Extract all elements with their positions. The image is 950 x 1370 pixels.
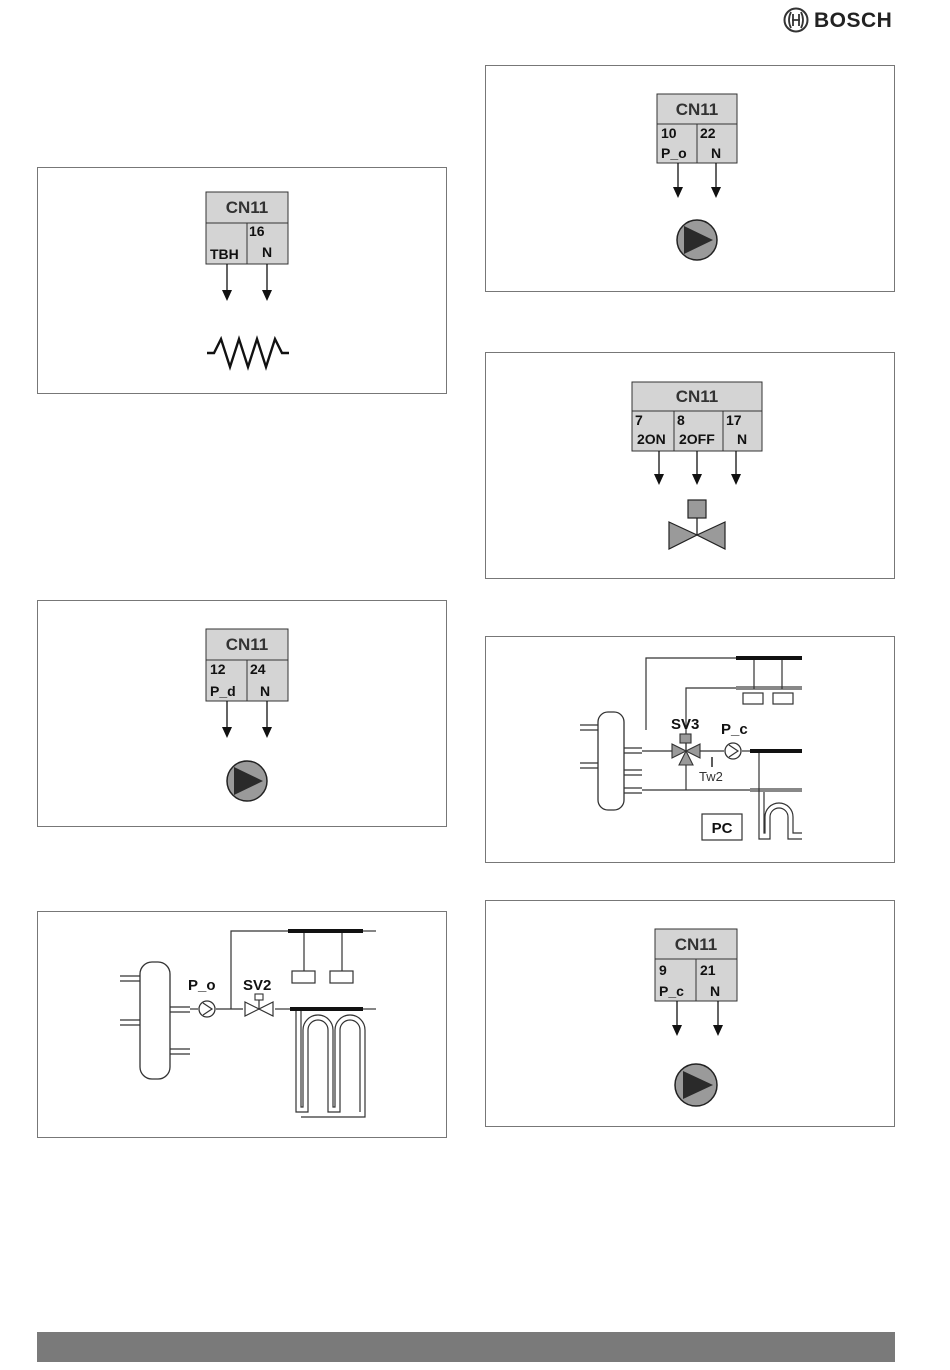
arrow-icon <box>222 290 232 301</box>
pin-name: P_d <box>210 683 236 699</box>
pin-number: 8 <box>677 412 685 428</box>
pump-label: P_c <box>721 721 748 738</box>
two-way-valve-icon <box>669 500 725 549</box>
two-way-valve-icon <box>245 994 273 1016</box>
arrow-icon <box>673 187 683 198</box>
arrow-icon <box>262 727 272 738</box>
buffer-tank <box>598 712 624 810</box>
three-way-valve-icon <box>672 734 700 765</box>
pump-icon <box>227 761 267 801</box>
valve-label: SV3 <box>671 716 699 733</box>
radiator-icon <box>330 971 353 983</box>
pin-name: TBH <box>210 246 239 262</box>
arrow-icon <box>731 474 741 485</box>
pin-name: N <box>262 244 272 260</box>
arrow-icon <box>262 290 272 301</box>
pin-name: P_c <box>659 983 684 999</box>
pump-label: P_o <box>188 977 216 994</box>
pin-name: P_o <box>661 145 687 161</box>
radiator-icon <box>743 693 763 704</box>
pin-number: 16 <box>249 223 265 239</box>
pc-label: PC <box>712 820 733 837</box>
radiator-icon <box>292 971 315 983</box>
brand-name: BOSCH <box>814 9 892 33</box>
arrow-icon <box>713 1025 723 1036</box>
pin-number: 21 <box>700 962 716 978</box>
underfloor-loop-icon <box>296 1011 360 1112</box>
bosch-armature-icon <box>782 6 810 34</box>
arrow-icon <box>654 474 664 485</box>
pin-number: 7 <box>635 412 643 428</box>
connector-title: CN11 <box>676 100 719 119</box>
pin-name: N <box>710 983 720 999</box>
diagram-p-c: CN11 9 21 P_c N <box>485 900 895 1127</box>
connector-title: CN11 <box>675 935 718 954</box>
pin-number: 12 <box>210 661 226 677</box>
pump-icon <box>677 220 717 260</box>
diagram-p-d: CN11 12 24 P_d N <box>37 600 447 827</box>
schematic-sv3: SV3 P_c Tw2 PC <box>485 636 895 863</box>
pin-number: 10 <box>661 125 677 141</box>
pin-name: 2ON <box>637 431 666 447</box>
valve-label: SV2 <box>243 977 271 994</box>
brand-logo: BOSCH <box>782 6 902 34</box>
diagram-tbh: CN11 16 TBH N <box>37 167 447 394</box>
pin-name: N <box>260 683 270 699</box>
pin-name: 2OFF <box>679 431 715 447</box>
pin-number: 9 <box>659 962 667 978</box>
buffer-tank <box>140 962 170 1079</box>
arrow-icon <box>222 727 232 738</box>
schematic-sv2: P_o SV2 <box>37 911 447 1138</box>
radiator-icon <box>773 693 793 704</box>
footer-bar <box>37 1332 895 1362</box>
pump-icon <box>199 1001 215 1017</box>
pin-number: 17 <box>726 412 742 428</box>
pin-number: 24 <box>250 661 266 677</box>
connector-title: CN11 <box>676 387 719 406</box>
pump-icon <box>675 1064 717 1106</box>
diagram-p-o: CN11 10 22 P_o N <box>485 65 895 292</box>
connector-title: CN11 <box>226 198 269 217</box>
arrow-icon <box>692 474 702 485</box>
diagram-valve: CN11 7 8 17 2ON 2OFF N <box>485 352 895 579</box>
pin-name: N <box>711 145 721 161</box>
pin-number: 22 <box>700 125 716 141</box>
heater-resistor-icon <box>207 339 289 367</box>
connector-title: CN11 <box>226 635 269 654</box>
pump-icon <box>725 743 741 759</box>
arrow-icon <box>711 187 721 198</box>
pin-name: N <box>737 431 747 447</box>
arrow-icon <box>672 1025 682 1036</box>
sensor-label: Tw2 <box>699 769 723 784</box>
